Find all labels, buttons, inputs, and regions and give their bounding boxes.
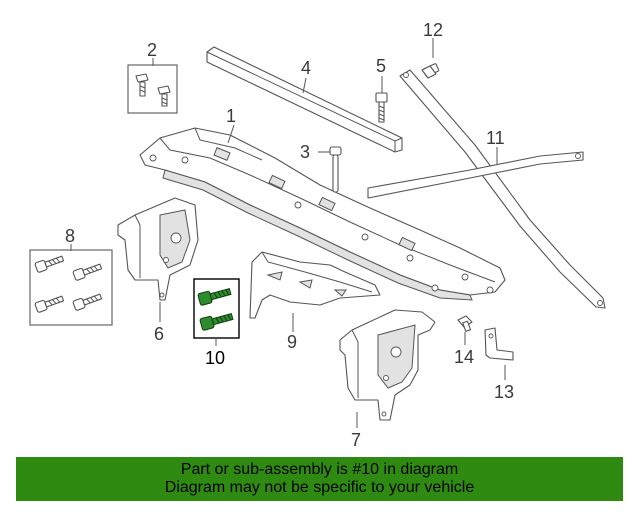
part-10-bolt-set-highlighted[interactable]: [193, 278, 240, 339]
callout-10: 10: [205, 348, 225, 368]
part-2-bolt-set[interactable]: [127, 64, 178, 114]
callout-3: 3: [300, 142, 310, 162]
part-8-bolt-set[interactable]: [29, 249, 113, 326]
callout-9: 9: [287, 332, 297, 352]
callout-7: 7: [351, 430, 361, 450]
callout-2: 2: [147, 40, 157, 60]
info-banner: Part or sub-assembly is #10 in diagram D…: [16, 457, 623, 501]
parts-diagram: 1 2 3 4 5 6 7 8 9 10 11 12 13 14: [29, 20, 606, 450]
callout-labels: 1 2 3 4 5 6 7 8 9 10 11 12 13 14: [65, 20, 514, 450]
part-9-plate[interactable]: [249, 251, 381, 319]
callout-5: 5: [376, 56, 386, 76]
callout-13: 13: [494, 382, 514, 402]
callout-11: 11: [486, 128, 505, 148]
banner-line-1: Part or sub-assembly is #10 in diagram: [180, 461, 459, 478]
callout-14: 14: [454, 347, 474, 367]
part-1-crossmember[interactable]: [139, 127, 506, 301]
callout-12: 12: [423, 20, 443, 40]
part-7-bracket[interactable]: [339, 309, 436, 421]
banner-line-2: Diagram may not be specific to your vehi…: [164, 479, 475, 496]
callout-4: 4: [301, 58, 311, 78]
part-4-bar[interactable]: [206, 46, 403, 153]
callout-1: 1: [226, 106, 236, 126]
callout-6: 6: [154, 324, 164, 344]
part-11-x-brace[interactable]: [367, 69, 606, 309]
part-3-push-pin[interactable]: [329, 146, 342, 193]
part-13-bracket[interactable]: [484, 327, 514, 361]
callout-8: 8: [65, 226, 75, 246]
part-6-bracket[interactable]: [117, 197, 199, 301]
part-14-bolt[interactable]: [457, 315, 473, 332]
part-12-bolt[interactable]: [421, 63, 440, 79]
leader-lines: [70, 38, 506, 428]
part-5-bolt[interactable]: [375, 92, 388, 123]
